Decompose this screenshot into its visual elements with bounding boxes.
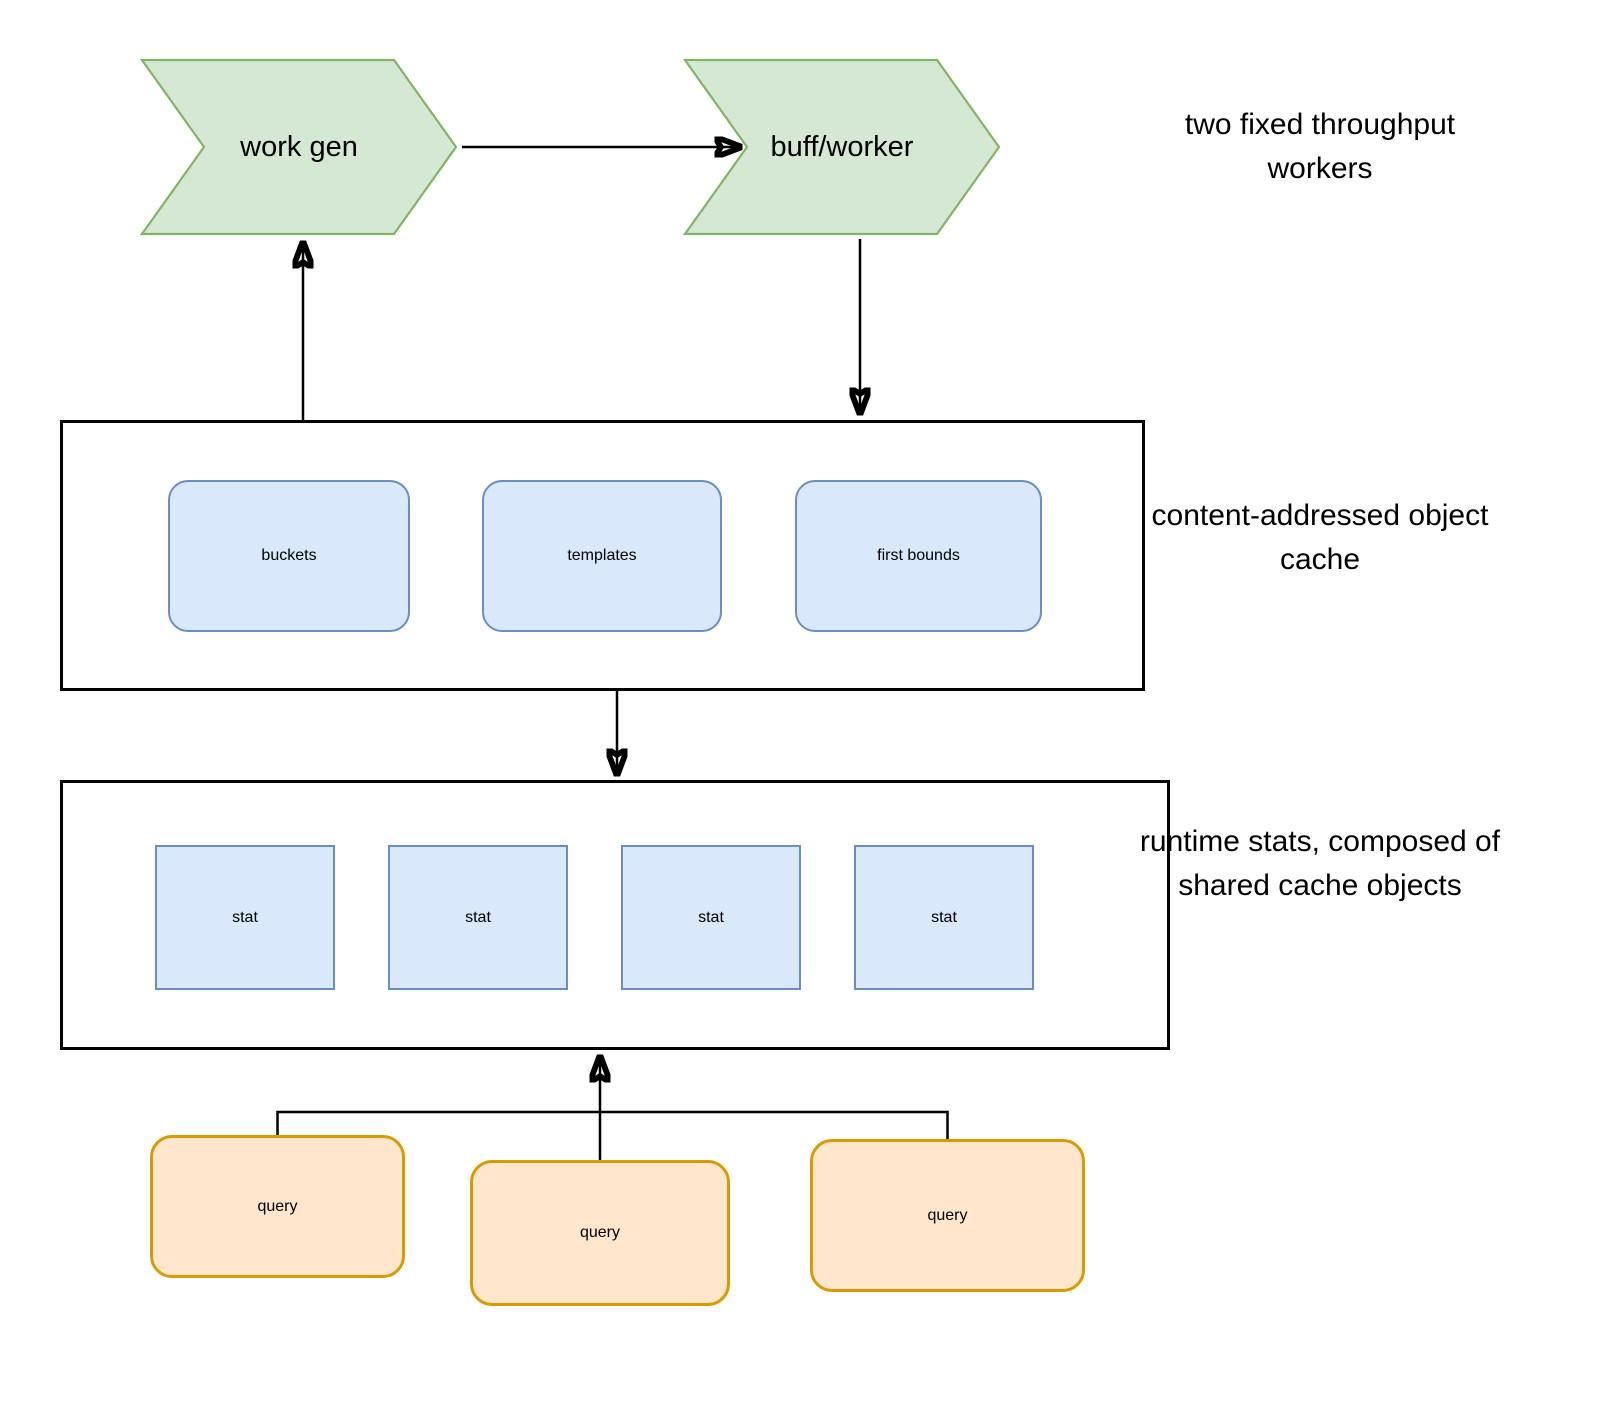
cache-item-buckets: buckets xyxy=(168,480,410,632)
query-label: query xyxy=(579,1224,621,1241)
work-gen-label: work gen xyxy=(240,130,358,163)
stat-label: stat xyxy=(465,908,491,926)
query-item-1: query xyxy=(150,1135,405,1278)
step-shape xyxy=(140,58,458,236)
step-shape xyxy=(683,58,1001,236)
query-item-2: query xyxy=(470,1160,730,1306)
templates-label: templates xyxy=(567,547,637,564)
stat-item-4: stat xyxy=(854,845,1034,990)
stats-caption: runtime stats, composed of shared cache … xyxy=(1139,825,1501,902)
stat-item-2: stat xyxy=(388,845,568,990)
cache-item-templates: templates xyxy=(482,480,722,632)
stat-label: stat xyxy=(232,908,258,926)
buff-worker-label: buff/worker xyxy=(770,130,914,163)
worker-step-buff-worker: buff/worker xyxy=(683,58,1001,236)
cache-caption: content-addressed object cache xyxy=(1151,499,1489,576)
stat-item-1: stat xyxy=(155,845,335,990)
first-bounds-label: first bounds xyxy=(877,547,960,564)
buckets-label: buckets xyxy=(261,547,317,564)
worker-step-work-gen: work gen xyxy=(140,58,458,236)
workers-caption: two fixed throughput workers xyxy=(1184,108,1456,185)
stat-item-3: stat xyxy=(621,845,801,990)
stat-label: stat xyxy=(931,908,957,926)
query-label: query xyxy=(257,1197,298,1215)
cache-item-first-bounds: first bounds xyxy=(795,480,1042,632)
stat-label: stat xyxy=(698,908,724,926)
query-label: query xyxy=(927,1206,968,1224)
query-item-3: query xyxy=(810,1139,1085,1292)
